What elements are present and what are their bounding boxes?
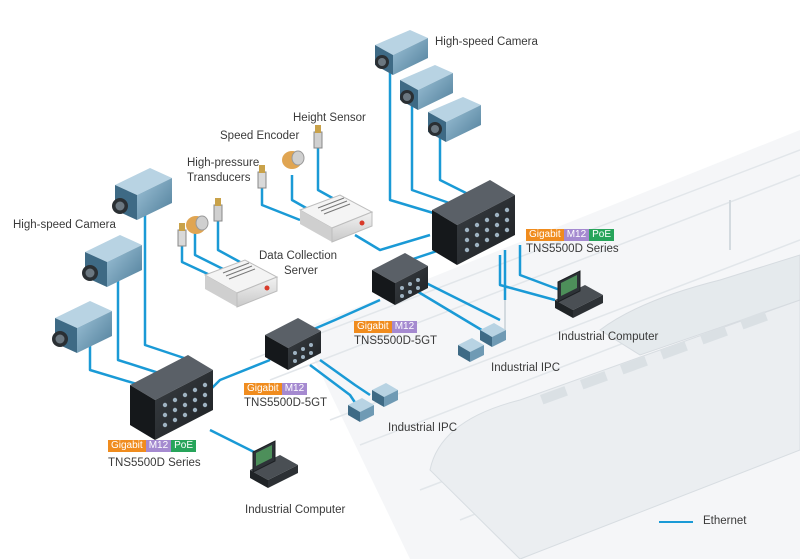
legend-ethernet-label: Ethernet bbox=[703, 515, 747, 527]
badges-switch-left: Gigabit M12 PoE bbox=[108, 440, 197, 452]
high-speed-camera-top-3 bbox=[428, 97, 481, 142]
switch-left-tns5500d bbox=[130, 355, 213, 440]
label-switch-right: TNS5500D Series bbox=[526, 243, 619, 255]
badges-switch-mid1: Gigabit M12 bbox=[354, 321, 418, 333]
label-industrial-ipc-2: Industrial IPC bbox=[388, 422, 458, 434]
high-speed-camera-left-3 bbox=[52, 301, 112, 353]
label-switch-mid1: TNS5500D-5GT bbox=[354, 335, 438, 347]
data-collection-server-top bbox=[298, 194, 374, 243]
industrial-ipc-1b bbox=[480, 323, 506, 347]
high-speed-camera-top-2 bbox=[400, 65, 453, 110]
industrial-computer-bottom bbox=[250, 440, 298, 488]
left-transducer-device bbox=[177, 223, 187, 247]
high-speed-camera-top-1 bbox=[375, 30, 428, 75]
data-collection-server-left bbox=[203, 259, 279, 308]
badges-switch-right: Gigabit M12 PoE bbox=[526, 229, 615, 241]
industrial-computer-right bbox=[555, 270, 603, 318]
label-switch-mid2: TNS5500D-5GT bbox=[244, 397, 328, 409]
label-industrial-computer-bottom: Industrial Computer bbox=[245, 504, 346, 516]
switch-right-tns5500d bbox=[432, 180, 515, 265]
height-sensor-device bbox=[313, 125, 323, 149]
high-pressure-transducer-device bbox=[257, 165, 267, 189]
switch-mid-1-tns5500d-5gt bbox=[372, 253, 428, 305]
badge-gigabit: Gigabit bbox=[354, 321, 392, 333]
badge-poe: PoE bbox=[589, 229, 615, 241]
badge-gigabit: Gigabit bbox=[244, 383, 282, 395]
badge-poe: PoE bbox=[171, 440, 197, 452]
left-encoder-device bbox=[186, 215, 209, 234]
badge-m12: M12 bbox=[563, 229, 590, 241]
industrial-ipc-2b bbox=[372, 383, 398, 407]
label-speed-encoder: Speed Encoder bbox=[220, 130, 300, 142]
label-high-speed-camera-left: High-speed Camera bbox=[13, 219, 116, 231]
industrial-ipc-2a bbox=[348, 398, 374, 422]
industrial-ipc-1a bbox=[458, 338, 484, 362]
label-industrial-computer-right: Industrial Computer bbox=[558, 331, 659, 343]
legend: Ethernet bbox=[659, 515, 746, 528]
badge-gigabit: Gigabit bbox=[108, 440, 146, 452]
badge-m12: M12 bbox=[145, 440, 172, 452]
switch-mid-2-tns5500d-5gt bbox=[265, 318, 321, 370]
badge-m12: M12 bbox=[391, 321, 418, 333]
label-industrial-ipc-1: Industrial IPC bbox=[491, 362, 561, 374]
speed-encoder-device bbox=[282, 150, 305, 169]
badge-gigabit: Gigabit bbox=[526, 229, 564, 241]
ethernet-links bbox=[88, 60, 561, 471]
label-high-pressure-transducers-line2: Transducers bbox=[187, 172, 251, 184]
high-speed-camera-left-1 bbox=[112, 168, 172, 220]
label-high-pressure-transducers-line1: High-pressure bbox=[187, 157, 260, 169]
label-height-sensor: Height Sensor bbox=[293, 112, 366, 124]
badge-m12: M12 bbox=[281, 383, 308, 395]
label-data-collection-server-line1: Data Collection bbox=[259, 250, 337, 262]
ethernet-line-swatch bbox=[659, 520, 693, 523]
train-background bbox=[249, 130, 800, 559]
badges-switch-mid2: Gigabit M12 bbox=[244, 383, 308, 395]
label-data-collection-server-line2: Server bbox=[284, 265, 318, 277]
high-speed-camera-left-2 bbox=[82, 235, 142, 287]
left-height-sensor-device bbox=[213, 198, 223, 222]
label-switch-left: TNS5500D Series bbox=[108, 457, 201, 469]
label-high-speed-camera-top: High-speed Camera bbox=[435, 36, 538, 48]
